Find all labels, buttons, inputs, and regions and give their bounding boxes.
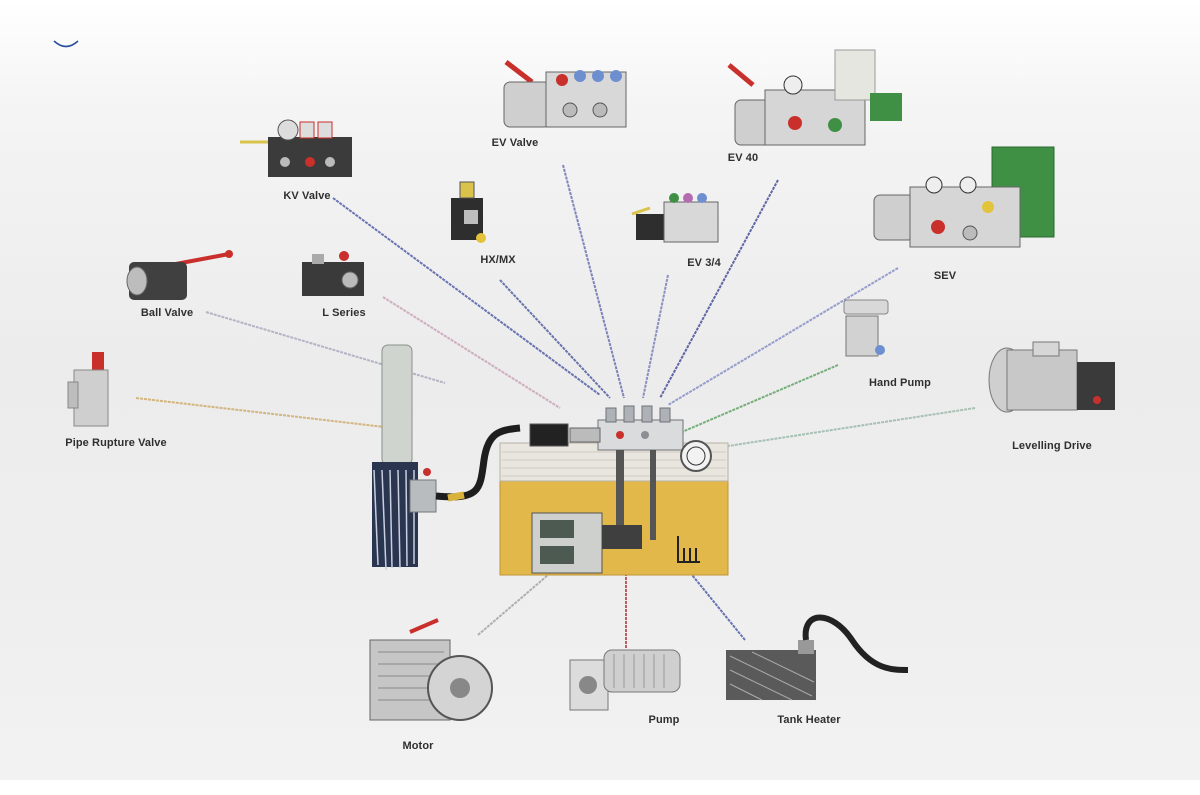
label-hx-mx[interactable]: HX/MX — [480, 254, 516, 266]
hx-mx-image — [451, 181, 486, 243]
hydraulic-power-unit — [372, 344, 729, 576]
ev-40-image — [727, 49, 902, 146]
connector-ev-40 — [659, 179, 779, 399]
label-hand-pump[interactable]: Hand Pump — [868, 377, 932, 389]
kv-valve-image — [240, 119, 352, 177]
sev-image — [873, 146, 1055, 248]
motor-image — [369, 618, 493, 721]
label-ev-40[interactable]: EV 40 — [727, 152, 759, 164]
connector-tank-heater — [687, 569, 746, 641]
l-series-image — [302, 251, 364, 296]
label-kv-valve[interactable]: KV Valve — [283, 190, 331, 202]
connector-sev — [667, 267, 899, 406]
levelling-drive-image — [988, 341, 1115, 413]
label-pump[interactable]: Pump — [648, 714, 680, 726]
connector-l-series — [382, 296, 561, 409]
chevron-down-icon[interactable] — [52, 38, 80, 50]
ev-3-4-image — [631, 193, 719, 243]
connector-hand-pump — [681, 364, 839, 433]
ev-valve-image — [503, 60, 627, 128]
connector-pipe-rupture-valve — [135, 397, 411, 431]
pump-image — [569, 649, 681, 711]
tank-heater-image — [726, 614, 909, 701]
pipe-rupture-valve-image — [67, 352, 109, 427]
connector-ev-valve — [562, 164, 625, 399]
connector-ev-3-4 — [642, 274, 669, 399]
label-sev[interactable]: SEV — [933, 270, 957, 282]
label-motor[interactable]: Motor — [402, 740, 434, 752]
label-tank-heater[interactable]: Tank Heater — [777, 714, 841, 726]
label-l-series[interactable]: L Series — [322, 307, 366, 319]
connector-ball-valve — [205, 311, 446, 384]
connector-hx-mx — [499, 279, 611, 399]
page-footer-strip — [0, 780, 1200, 795]
label-ev-3-4[interactable]: EV 3/4 — [687, 257, 721, 269]
label-pipe-rupture-valve[interactable]: Pipe Rupture Valve — [65, 437, 167, 449]
label-ball-valve[interactable]: Ball Valve — [140, 307, 194, 319]
connector-levelling-drive — [714, 407, 976, 449]
label-levelling-drive[interactable]: Levelling Drive — [1012, 440, 1092, 452]
ball-valve-image — [126, 250, 233, 300]
hand-pump-image — [843, 299, 889, 357]
connector-motor — [477, 574, 549, 636]
connector-kv-valve — [332, 197, 601, 396]
label-ev-valve[interactable]: EV Valve — [491, 137, 539, 149]
